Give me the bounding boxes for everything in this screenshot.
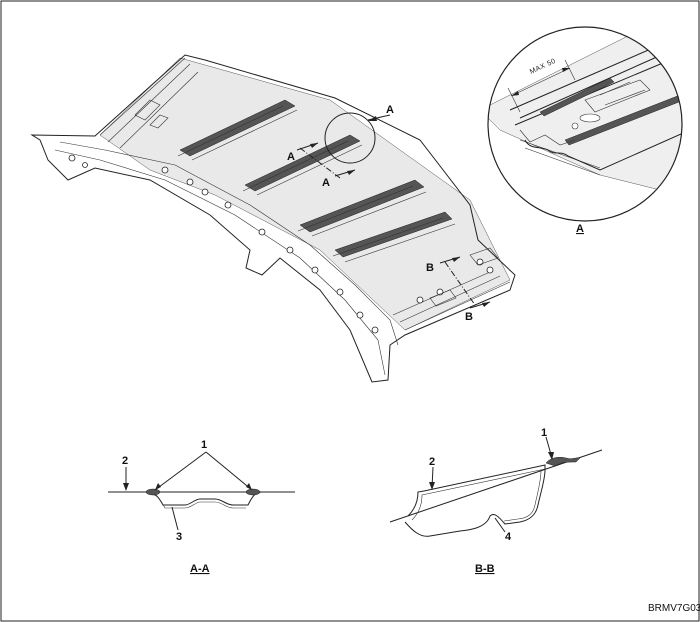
front-detail — [134, 99, 169, 129]
sealer-bb — [545, 456, 581, 467]
side-holes — [68, 154, 494, 334]
roof-inner-frame — [59, 141, 399, 346]
front-rail — [99, 57, 199, 149]
section-bb-label-top: B — [426, 262, 434, 274]
bb-label-4: 4 — [505, 531, 512, 543]
bb-label-2: 2 — [429, 456, 435, 468]
aa-label-3: 3 — [176, 531, 182, 543]
detail-view-a: MAX 50 A — [487, 26, 683, 235]
aa-label-2: 2 — [122, 455, 128, 467]
section-marker-bb: B B — [426, 256, 491, 323]
figure-code: BRMV7G03 — [648, 603, 700, 614]
roof-skin — [99, 57, 511, 331]
roof-inner-frame-2 — [54, 149, 386, 376]
section-bb-view: 1 2 4 B-B — [389, 427, 603, 575]
section-aa-label-top: A — [287, 151, 295, 163]
detail-label: A — [386, 104, 394, 116]
rear-detail — [429, 247, 499, 307]
roof-panel-drawing — [30, 54, 516, 383]
detail-circle-small — [324, 112, 376, 164]
detail-a-title: A — [576, 223, 584, 235]
section-bb-label-bottom: B — [465, 311, 473, 323]
section-aa-label-bottom: A — [322, 177, 330, 189]
sealer-right — [245, 488, 261, 496]
roof-bows — [177, 99, 456, 263]
section-aa-title: A-A — [190, 563, 210, 575]
roof-outline — [30, 54, 516, 383]
sealer-left — [145, 488, 161, 496]
dimension-label: MAX 50 — [529, 58, 557, 76]
section-aa-view: 1 2 3 A-A — [108, 439, 295, 575]
section-bb-title: B-B — [475, 563, 495, 575]
aa-label-1: 1 — [201, 439, 207, 451]
bb-label-1: 1 — [541, 427, 547, 439]
section-marker-aa: A A — [287, 142, 356, 189]
